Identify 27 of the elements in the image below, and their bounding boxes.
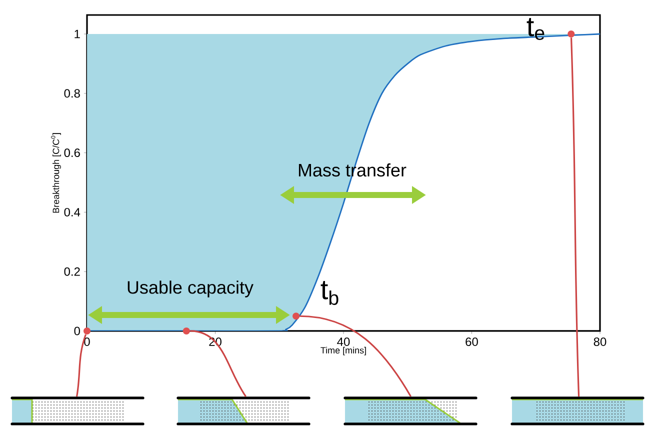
y-tick-label: 0 xyxy=(74,326,80,336)
x-tick-label: 60 xyxy=(466,338,478,346)
y-tick-label: 0.4 xyxy=(64,208,80,216)
leader-line xyxy=(190,330,246,397)
column-drawing xyxy=(176,396,310,426)
y-axis-title: Breakthrough [C/C$^{0}$] xyxy=(51,133,61,213)
column-drawing xyxy=(344,396,478,426)
column-drawing xyxy=(345,398,460,424)
point-marker xyxy=(84,327,90,334)
region-label: Usable capacity xyxy=(128,280,254,298)
y-tick-label: 1 xyxy=(74,30,80,38)
leader-line xyxy=(570,38,580,397)
y-tick-label: 0.8 xyxy=(64,89,80,98)
column-drawing xyxy=(178,398,247,424)
column-drawing xyxy=(10,396,144,426)
leader-line xyxy=(76,334,86,397)
point-marker xyxy=(182,327,190,334)
x-tick-label: 0 xyxy=(84,338,90,346)
y-tick-label: 0.2 xyxy=(64,267,80,276)
curve-label: t$_{b}$ xyxy=(320,281,338,305)
leader-line xyxy=(300,315,412,397)
x-tick-label: 80 xyxy=(594,338,606,346)
point-marker xyxy=(292,312,300,320)
y-tick-label: 0.6 xyxy=(64,148,80,158)
point-marker xyxy=(568,30,575,38)
x-axis-title: Time [mins] xyxy=(320,346,366,356)
x-tick-label: 40 xyxy=(337,338,350,346)
